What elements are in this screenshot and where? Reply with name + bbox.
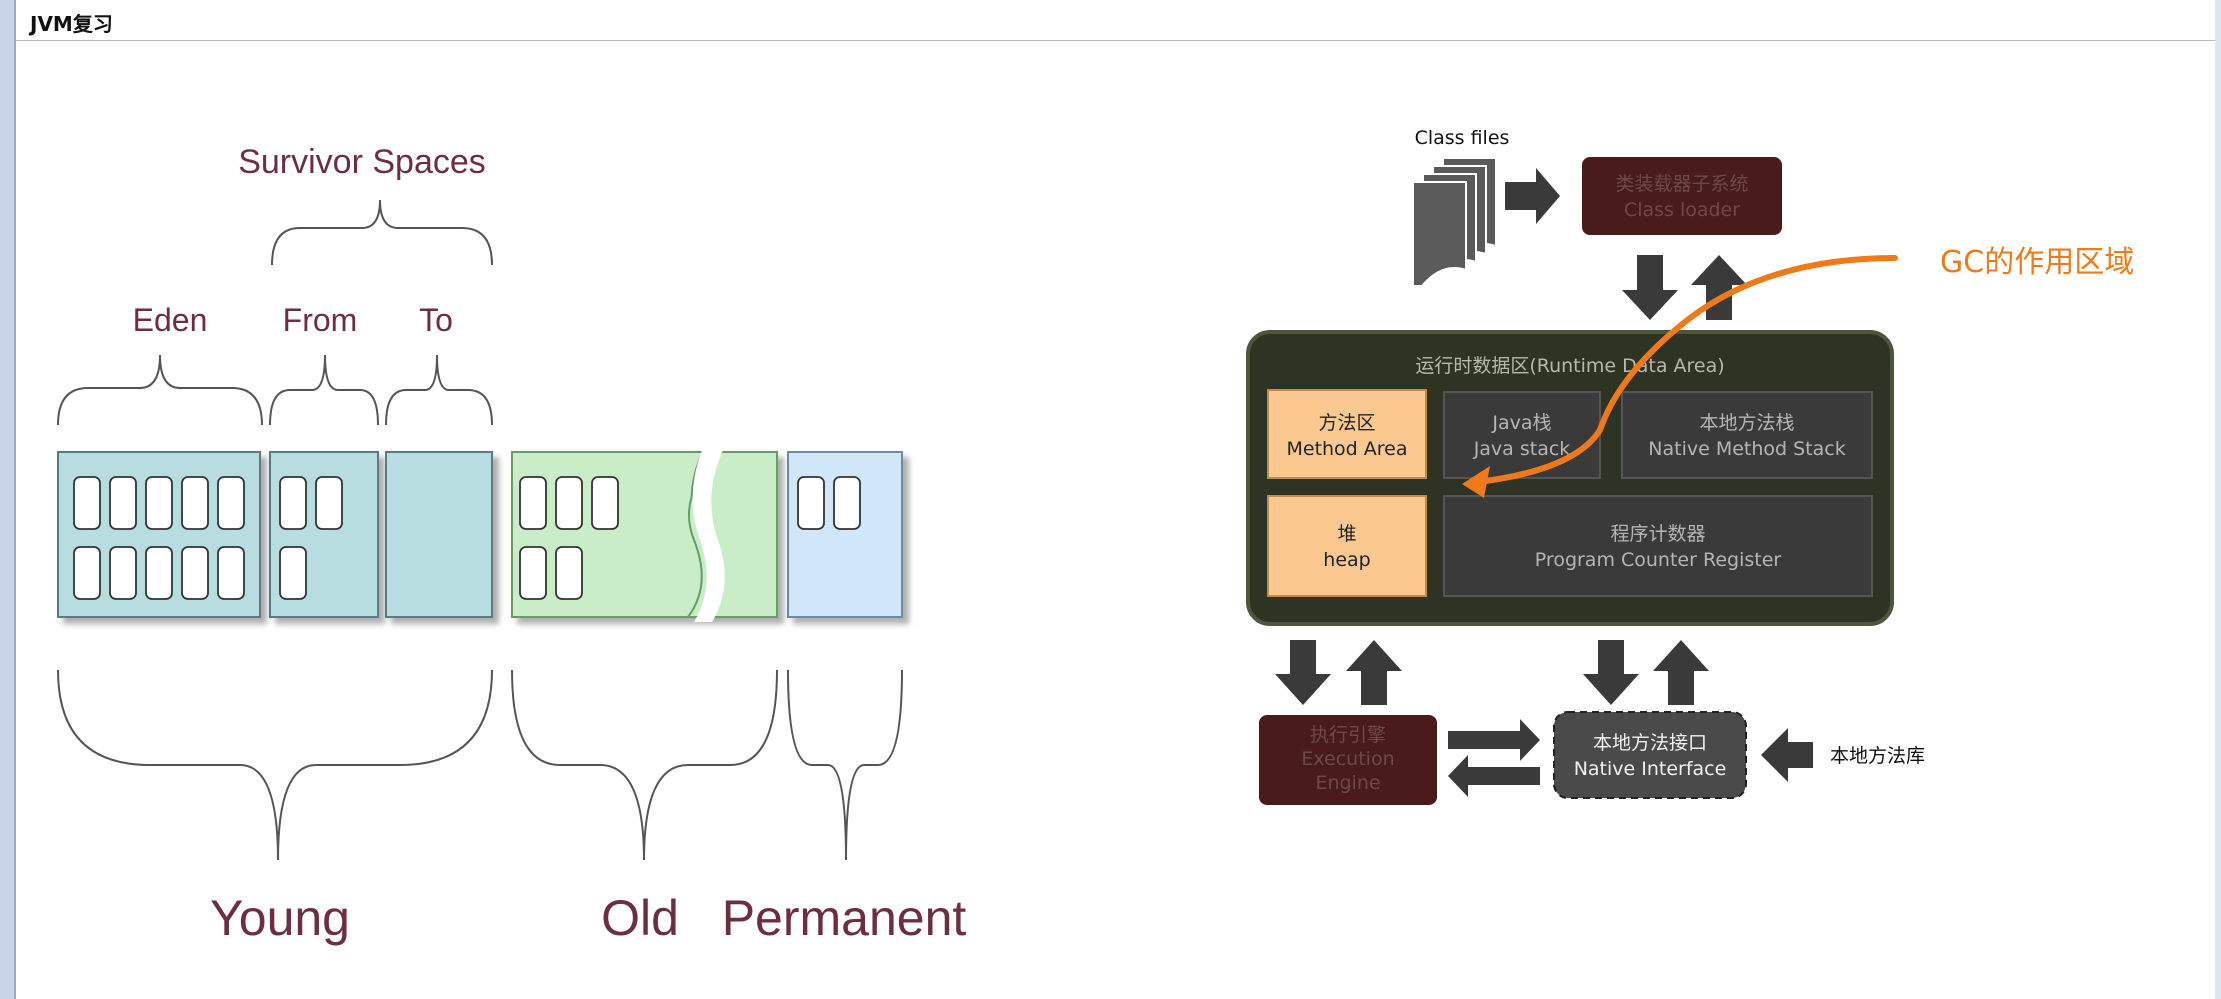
class-loader-cn: 类装载器子系统 [1615, 173, 1748, 195]
java-stack-box [1443, 391, 1601, 479]
gc-note: GC的作用区域 [1940, 245, 2134, 280]
object-cells [73, 476, 861, 600]
native-lib-label: 本地方法库 [1830, 745, 1925, 767]
native-method-stack-box [1621, 391, 1873, 479]
class-loader-en: Class loader [1624, 199, 1740, 221]
old-label: Old [601, 890, 679, 946]
heap-box [1267, 495, 1427, 597]
old-break-gap [692, 448, 725, 622]
arrow-right-engine [1448, 719, 1540, 761]
class-files-icon [1412, 157, 1497, 287]
arrow-up-native [1653, 640, 1709, 705]
survivor-brace [271, 199, 493, 266]
heap-en: heap [1323, 549, 1370, 571]
gc-arrow-head [1462, 466, 1490, 498]
native-stack-en: Native Method Stack [1648, 438, 1845, 460]
class-loader-box [1582, 157, 1782, 235]
java-stack-en: Java stack [1473, 438, 1571, 460]
arrow-down-exec [1275, 640, 1331, 705]
class-files-label: Class files [1415, 127, 1510, 149]
left-window-edge [0, 0, 16, 999]
to-brace [385, 354, 493, 426]
exec-en2: Engine [1315, 772, 1380, 794]
native-if-en: Native Interface [1574, 758, 1727, 780]
pc-cn: 程序计数器 [1610, 523, 1705, 545]
top-braces [57, 199, 493, 426]
bottom-braces [57, 669, 903, 861]
arrow-up-exec [1346, 640, 1402, 705]
right-scrollbar[interactable] [2215, 0, 2221, 999]
arrow-left-engine [1448, 755, 1540, 797]
page-title: JVM复习 [30, 12, 113, 36]
method-area-cn: 方法区 [1318, 412, 1375, 434]
to-block [385, 451, 493, 618]
permanent-brace [787, 669, 903, 861]
old-brace [511, 669, 778, 861]
gc-arrow [1475, 255, 1898, 485]
from-brace [269, 354, 379, 426]
eden-brace [57, 354, 263, 426]
native-if-cn: 本地方法接口 [1593, 732, 1707, 754]
survivor-spaces-label: Survivor Spaces [238, 143, 486, 181]
heap-cn: 堆 [1337, 523, 1356, 545]
runtime-area-label: 运行时数据区(Runtime Data Area) [1415, 355, 1724, 377]
from-label: From [283, 302, 358, 338]
native-interface-box [1553, 711, 1747, 799]
method-area-box [1267, 389, 1427, 479]
execution-engine-box [1259, 715, 1437, 805]
exec-cn: 执行引擎 [1310, 724, 1386, 746]
exec-en1: Execution [1301, 748, 1394, 770]
arrow-down-loader [1622, 255, 1678, 320]
program-counter-box [1443, 495, 1873, 597]
jvm-architecture-diagram: Class files 类装载器子系统 Class loader 运行时数据区(… [1246, 127, 2134, 805]
method-area-en: Method Area [1286, 438, 1407, 460]
pc-en: Program Counter Register [1535, 549, 1782, 571]
arrow-from-native-lib [1761, 728, 1813, 782]
eden-label: Eden [133, 302, 208, 338]
native-stack-cn: 本地方法栈 [1699, 412, 1794, 434]
heap-generations-diagram: Survivor Spaces Eden From To [57, 143, 967, 946]
young-brace [57, 669, 493, 861]
young-label: Young [210, 890, 350, 946]
arrow-to-class-loader [1505, 168, 1560, 224]
java-stack-cn: Java栈 [1491, 412, 1551, 434]
permanent-label: Permanent [722, 890, 967, 946]
arrow-down-native [1583, 640, 1639, 705]
arrow-up-loader [1691, 255, 1747, 320]
to-label: To [419, 302, 453, 338]
title-bar: JVM复习 [16, 0, 2215, 41]
